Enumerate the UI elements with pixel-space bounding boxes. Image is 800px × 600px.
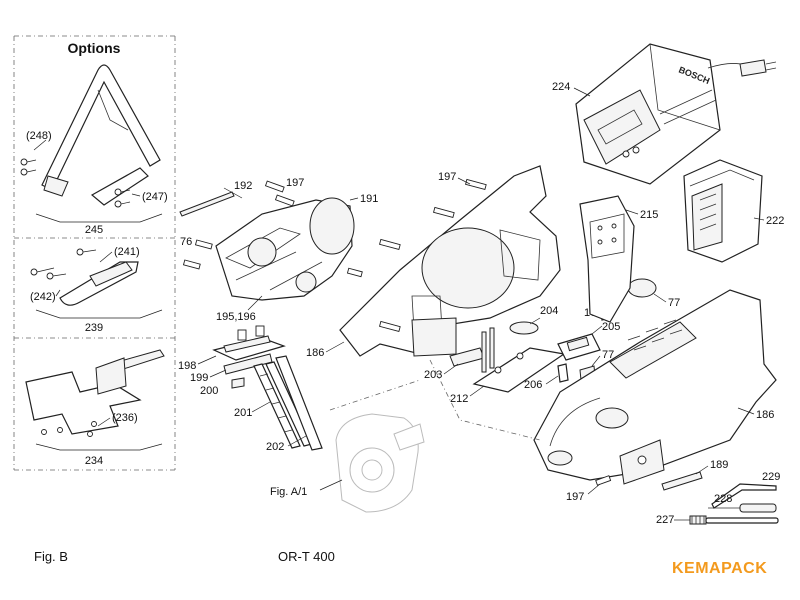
cover-186 <box>533 289 777 485</box>
label-245: 245 <box>85 224 103 236</box>
label-197-frame: 197 <box>438 171 456 183</box>
label-202: 202 <box>266 441 284 453</box>
label-236: (236) <box>112 412 138 424</box>
label-77-clip: 77 <box>602 349 614 361</box>
label-227: 227 <box>656 514 674 526</box>
brand-logo: KEMAPACK <box>672 560 768 577</box>
ghost-assembly-fig-a1 <box>335 413 425 513</box>
label-191: 191 <box>360 193 378 205</box>
label-212: 212 <box>450 393 468 405</box>
label-197-cover: 197 <box>566 491 584 503</box>
screw-197-cover <box>595 475 612 486</box>
label-242: (242) <box>30 291 56 303</box>
clip-200 <box>231 377 245 389</box>
label-234: 234 <box>85 455 103 467</box>
battery-holder-215 <box>579 195 635 323</box>
spring-202 <box>275 355 323 451</box>
option-plate-234 <box>25 349 165 451</box>
figure-label: Fig. B <box>34 549 68 564</box>
label-fig-a1: Fig. A/1 <box>270 486 307 498</box>
pin-192 <box>179 191 235 217</box>
options-title: Options <box>68 40 121 56</box>
label-203: 203 <box>424 369 442 381</box>
spring-206 <box>557 363 569 383</box>
screw-197-top <box>264 180 295 207</box>
label-239: 239 <box>85 322 103 334</box>
label-222: 222 <box>766 215 784 227</box>
battery-222 <box>683 159 763 263</box>
label-197-top: 197 <box>286 177 304 189</box>
label-186-right: 186 <box>756 409 774 421</box>
model-name: OR-T 400 <box>278 549 335 564</box>
label-201: 201 <box>234 407 252 419</box>
label-200: 200 <box>200 385 218 397</box>
label-198: 198 <box>178 360 196 372</box>
switch-block-198 <box>212 325 286 361</box>
option-handle-245 <box>20 64 163 223</box>
label-189: 189 <box>710 459 728 471</box>
option-slider-239 <box>30 248 163 319</box>
label-199: 199 <box>190 372 208 384</box>
charger-224: BOSCH <box>575 43 777 185</box>
label-77-cap: 77 <box>668 297 680 309</box>
main-frame-186 <box>339 165 561 357</box>
cap-204 <box>509 321 539 335</box>
screws-197-frame <box>346 178 487 333</box>
label-228: 228 <box>714 493 732 505</box>
label-206: 206 <box>524 379 542 391</box>
motor-housing-191 <box>215 197 355 301</box>
label-229: 229 <box>762 471 780 483</box>
label-204: 204 <box>540 305 558 317</box>
label-strip-189 <box>661 471 703 491</box>
label-195-196: 195,196 <box>216 311 256 323</box>
pcb-205 <box>557 333 601 361</box>
label-224: 224 <box>552 81 570 93</box>
plate-212 <box>472 327 566 393</box>
options-panel: Options (248) (247) 245 (241) <box>13 35 176 471</box>
label-241: (241) <box>114 246 140 258</box>
label-248: (248) <box>26 130 52 142</box>
label-192: 192 <box>234 180 252 192</box>
cap-77 <box>627 278 657 298</box>
screwdriver-228 <box>708 503 777 513</box>
label-76: 76 <box>180 236 192 248</box>
label-186-left: 186 <box>306 347 324 359</box>
label-205: 205 <box>602 321 620 333</box>
label-247: (247) <box>142 191 168 203</box>
brush-227 <box>689 515 779 525</box>
label-215: 215 <box>640 209 658 221</box>
